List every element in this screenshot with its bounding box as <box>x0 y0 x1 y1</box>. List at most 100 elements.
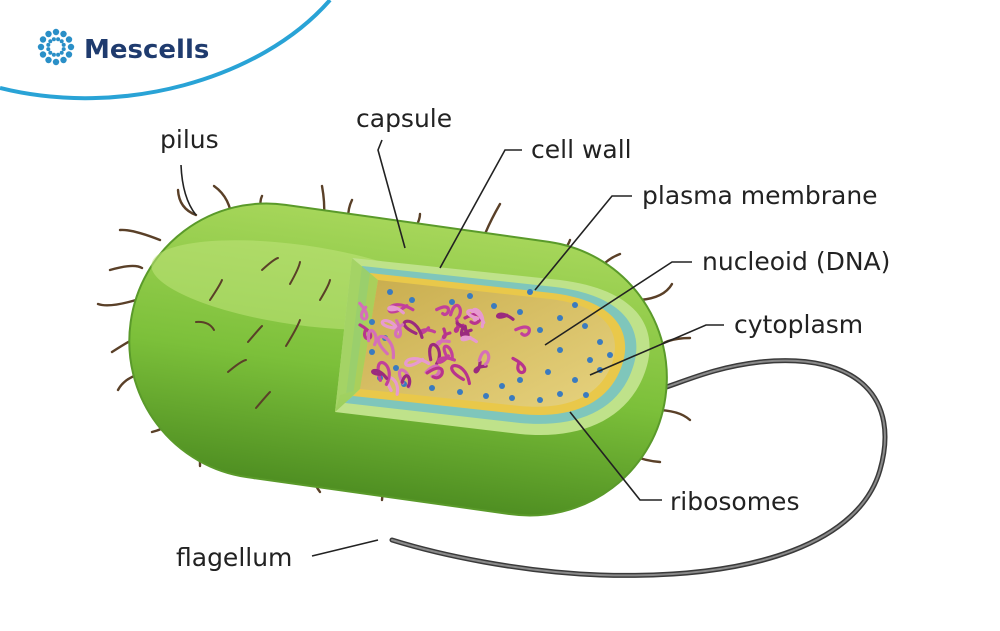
dna-strand <box>514 325 531 337</box>
pilus-strand <box>176 188 198 217</box>
ribosome-dot <box>517 377 523 383</box>
logo-dot <box>60 30 67 38</box>
label-pilus: pilus <box>160 125 219 154</box>
logo-dot <box>59 39 64 44</box>
dna-strand <box>371 368 389 380</box>
dna-strand <box>380 319 402 334</box>
logo-dot <box>37 43 45 51</box>
logo-dot <box>59 50 64 55</box>
dna-strand <box>450 364 471 386</box>
logo-dot <box>48 39 53 44</box>
pilus-strand <box>96 298 138 307</box>
ribosome-dot <box>449 299 455 305</box>
label-plasma-membrane: plasma membrane <box>642 181 878 210</box>
logo-dot <box>51 37 56 42</box>
ribosome-dot <box>572 302 578 308</box>
logo-dot <box>61 47 66 52</box>
ribosome-dot <box>457 389 463 395</box>
dna-strand <box>387 305 405 315</box>
ribosome-dot <box>545 369 551 375</box>
logo-dot <box>67 43 75 51</box>
pilus-strand <box>108 264 144 272</box>
logo-dot <box>56 52 61 57</box>
logo-dot <box>52 58 60 66</box>
ribosome-dot <box>393 365 399 371</box>
pilus-strand <box>195 320 215 331</box>
dna-strand <box>404 357 431 367</box>
ribosome-dot <box>557 315 563 321</box>
label-flagellum: flagellum <box>176 543 292 572</box>
ribosome-dot <box>587 357 593 363</box>
ribosome-dot <box>509 395 515 401</box>
dna-strand <box>376 334 395 360</box>
ribosome-dot <box>517 309 523 315</box>
dna-strand <box>473 360 488 374</box>
cell-wall-leader-line <box>439 149 522 269</box>
pilus-leader-line <box>180 164 197 216</box>
pilus-strand <box>118 228 162 242</box>
pilus-strand <box>319 279 331 301</box>
dna-strand <box>441 327 452 340</box>
label-cytoplasm: cytoplasm <box>734 310 863 339</box>
ribosome-dot <box>557 347 563 353</box>
logo-dot <box>60 56 67 64</box>
dna-strand <box>435 336 451 346</box>
ribosomes-leader-line <box>569 411 662 501</box>
logo-dot <box>65 51 73 58</box>
dna-strand <box>496 312 515 321</box>
dna-strand <box>466 308 486 325</box>
ribosome-dot <box>499 383 505 389</box>
ribosome-dot <box>597 339 603 345</box>
dna-strand <box>511 356 527 374</box>
logo-dot <box>56 37 61 42</box>
pilus-strand <box>285 319 301 347</box>
pilus-strand <box>209 279 223 301</box>
dna-strand <box>386 376 400 396</box>
logo-dot <box>48 50 53 55</box>
dna-strand <box>358 301 369 321</box>
logo-dot <box>45 30 52 38</box>
cut-face <box>335 258 378 412</box>
ribosome-dot <box>467 293 473 299</box>
dna-strand <box>477 350 491 366</box>
ribosome-dot <box>387 289 393 295</box>
cytoplasm <box>360 280 615 407</box>
ribosome-dot <box>607 352 613 358</box>
ribosome-dot <box>491 303 497 309</box>
logo-dot <box>46 42 51 47</box>
pilus-strand <box>638 282 674 302</box>
dna-strand <box>394 319 405 339</box>
logo-dot <box>39 36 47 43</box>
logo-dot <box>39 51 47 58</box>
ribosome-dot <box>429 385 435 391</box>
label-ribosomes: ribosomes <box>670 487 799 516</box>
pilus-strand <box>247 325 263 343</box>
dna-strand <box>435 305 451 317</box>
logo-dot <box>61 42 66 47</box>
dna-strand <box>460 335 478 344</box>
logo-dot <box>52 28 60 36</box>
leader-lines <box>180 139 724 557</box>
dna-strand <box>449 303 462 321</box>
pilus-strand <box>261 257 279 271</box>
logo-dot <box>45 56 52 64</box>
header-arc <box>0 0 332 101</box>
flagellum-leader-line <box>311 539 379 557</box>
ribosome-dot <box>537 327 543 333</box>
ribosome-dot <box>583 392 589 398</box>
pilus-strand <box>289 261 301 285</box>
plasma-membrane-leader-line <box>534 195 632 291</box>
ribosome-dot <box>409 297 415 303</box>
dna-strand <box>400 374 412 388</box>
pilus-strand <box>227 359 247 373</box>
ribosome-dot <box>369 349 375 355</box>
ribosome-dot <box>527 289 533 295</box>
ribosome-dot <box>483 393 489 399</box>
dna-strand <box>425 366 444 380</box>
ribosome-dot <box>537 397 543 403</box>
dna-strand <box>402 319 424 339</box>
nucleoid-leader-line <box>544 261 692 346</box>
label-nucleoid: nucleoid (DNA) <box>702 247 890 276</box>
pilus-strand <box>255 391 271 409</box>
